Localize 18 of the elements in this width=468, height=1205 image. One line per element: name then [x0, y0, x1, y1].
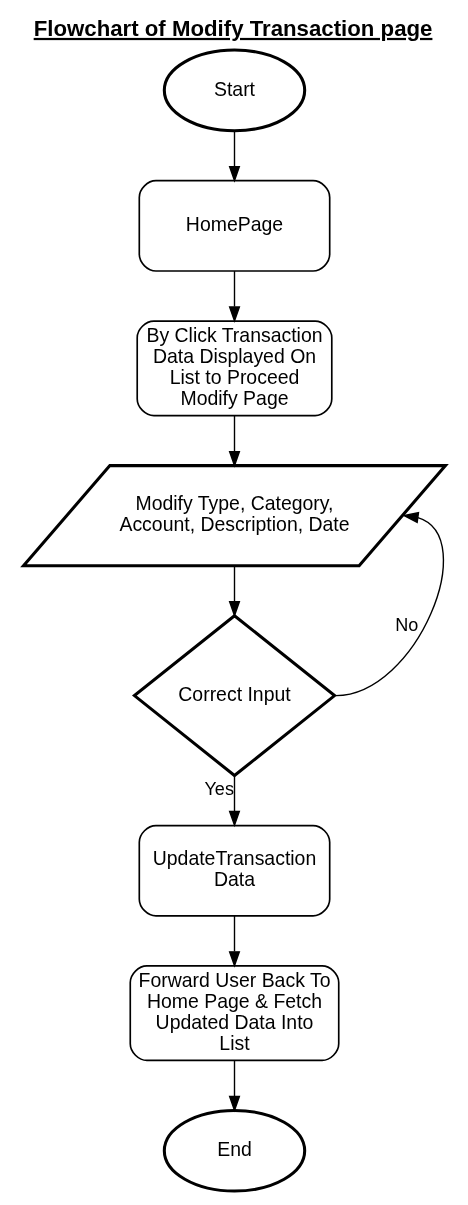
arrow: [228, 565, 240, 618]
arrow: [228, 270, 240, 323]
node-box: HomePage: [137, 179, 331, 272]
arrow: [228, 915, 240, 968]
node-ellipse: End: [162, 1108, 306, 1193]
node-box: Forward User Back To Home Page & Fetch Updated Data Into List: [128, 965, 340, 1062]
node-diamond: Correct Input: [131, 613, 337, 778]
diagram-title: Flowchart of Modify Transaction page: [33, 15, 432, 41]
edge-label: Yes: [203, 779, 234, 800]
arrow: [228, 1059, 240, 1113]
node-box: By Click Transaction Data Displayed On List to Proceed Modify Page: [135, 320, 333, 417]
arrow: [228, 774, 240, 828]
node-box: UpdateTransaction Data: [137, 824, 331, 917]
arrow: [228, 415, 240, 468]
arrow: [228, 130, 240, 183]
node-ellipse: Start: [162, 48, 306, 133]
arrow: [334, 511, 444, 697]
edge-label: No: [394, 615, 418, 636]
